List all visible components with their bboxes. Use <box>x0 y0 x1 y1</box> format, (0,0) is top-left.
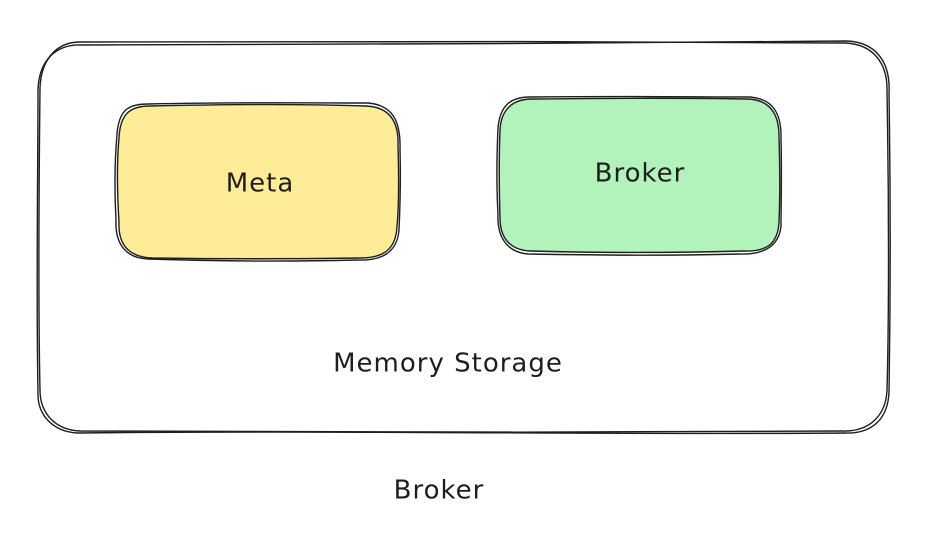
node-meta-stroke-1 <box>116 103 400 260</box>
node-broker-stroke-1 <box>498 97 781 254</box>
node-broker-fill <box>499 98 780 253</box>
node-meta-label: Meta <box>226 169 295 199</box>
outer-container <box>36 40 891 435</box>
node-broker-stroke-2 <box>496 95 783 256</box>
node-meta-fill <box>117 104 399 259</box>
memory-storage-label: Memory Storage <box>333 349 563 379</box>
node-meta-stroke-2 <box>114 102 402 262</box>
node-meta: Meta <box>114 102 402 262</box>
node-broker-label: Broker <box>595 159 686 189</box>
outer-container-stroke-2 <box>36 40 891 435</box>
node-broker: Broker <box>496 95 783 256</box>
diagram-caption: Broker <box>394 476 485 506</box>
